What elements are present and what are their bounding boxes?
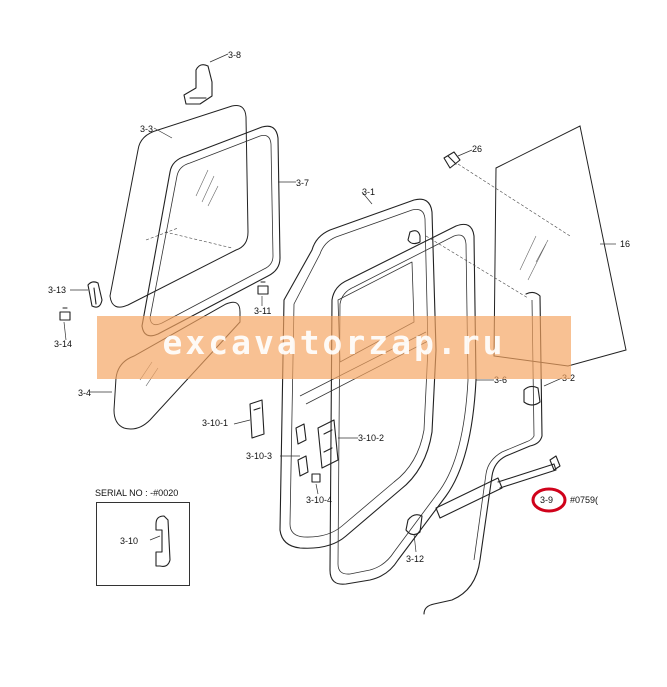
- callout-3-10-4: 3-10-4: [306, 495, 332, 505]
- callout-3-4: 3-4: [78, 388, 91, 398]
- serial-number-box: [96, 502, 190, 586]
- rod-mount-upper: [523, 385, 541, 406]
- door-hinge-upper: [295, 423, 307, 445]
- watermark: excavatorzap.ru: [97, 316, 571, 379]
- callout-3-14: 3-14: [54, 339, 72, 349]
- callout-3-12: 3-12: [406, 554, 424, 564]
- callout-3-10-1: 3-10-1: [202, 418, 228, 428]
- door-seal-inner: [337, 234, 469, 575]
- handle-3-10-1: [249, 399, 265, 439]
- glass-reflection: [195, 169, 219, 207]
- callout-3-8: 3-8: [228, 50, 241, 60]
- hinge-bracket-3-8: [183, 64, 213, 105]
- callout-3-3: 3-3: [140, 124, 153, 134]
- window-glass-3-3: [109, 105, 249, 308]
- gas-stay-3-9: [435, 463, 557, 519]
- rod-3-2-inner: [473, 299, 535, 561]
- serial-box-part: 3-10: [120, 515, 171, 567]
- bolt-3-10-4: [311, 473, 321, 483]
- door-frame-3-1: [279, 198, 437, 549]
- latch-3-13: [87, 281, 103, 308]
- callout-3-13: 3-13: [48, 285, 66, 295]
- rod-3-2: [423, 291, 543, 615]
- bolt-3-14: [59, 307, 71, 321]
- watermark-band: [97, 316, 571, 379]
- callout-serial-3-10: 3-10: [120, 536, 138, 546]
- front-glass-dash-line: [425, 163, 571, 299]
- door-frame-inner: [289, 209, 429, 538]
- window-dash-line: [145, 227, 233, 249]
- callout-3-7: 3-7: [296, 178, 309, 188]
- watermark-text: excavatorzap.ru: [162, 323, 506, 362]
- callout-3-10-3: 3-10-3: [246, 451, 272, 461]
- door-pad: [407, 230, 421, 245]
- callout-16: 16: [620, 239, 630, 249]
- handle-serial-part: [155, 515, 171, 567]
- rear-window-assembly: [59, 64, 281, 337]
- fitting-26: [443, 151, 461, 169]
- door-frame-assembly: [249, 198, 477, 585]
- callout-3-1: 3-1: [362, 187, 375, 197]
- door-hinge-lower: [297, 455, 309, 477]
- door-handle-3-10-2: [317, 419, 339, 469]
- front-glass-reflection: [519, 235, 549, 281]
- callout-3-6: 3-6: [494, 375, 507, 385]
- callout-3-10-2: 3-10-2: [358, 433, 384, 443]
- callout-26: 26: [472, 144, 482, 154]
- door-seal-3-6: [329, 223, 477, 585]
- gas-stay-end: [549, 455, 561, 471]
- serial-number-label: SERIAL NO : -#0020: [95, 488, 179, 498]
- callout-3-9-note: #0759(: [570, 495, 598, 505]
- leader-lines: [63, 53, 616, 553]
- callout-3-9: 3-9: [540, 495, 553, 505]
- callout-labels: 3-8 3-3 3-7 3-1 26 16 3-13 3-14 3-11 3-4…: [48, 50, 630, 564]
- clip-3-12: [405, 514, 423, 536]
- callout-3-11: 3-11: [254, 306, 271, 316]
- bolt-3-11: [257, 281, 269, 295]
- highlight-ring: [531, 487, 567, 513]
